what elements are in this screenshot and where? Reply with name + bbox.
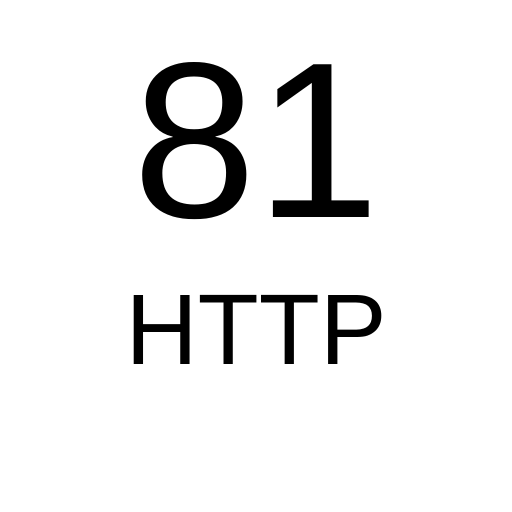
protocol-name: HTTP — [125, 274, 387, 386]
port-number: 81 — [132, 17, 380, 265]
